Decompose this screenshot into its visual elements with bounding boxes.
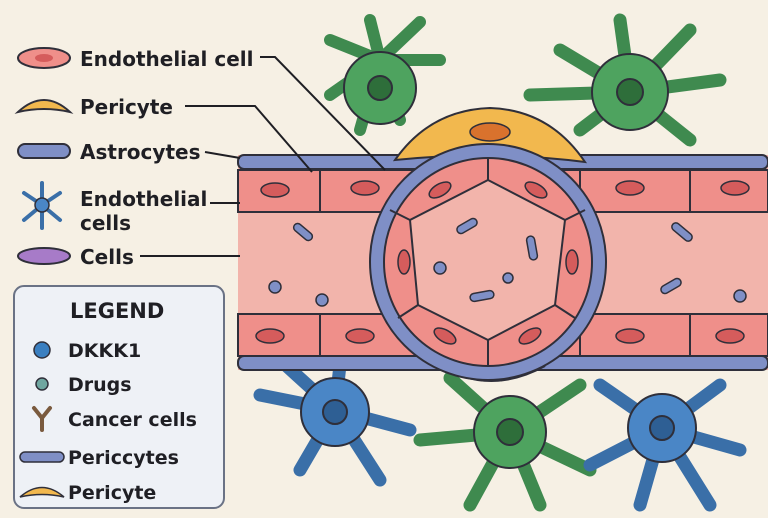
periccytes-icon (20, 452, 64, 462)
legend-item-cancer-cells: Cancer cells (68, 409, 197, 431)
legend-title: LEGEND (70, 299, 164, 323)
legend-item-pericyte: Pericyte (68, 482, 156, 504)
legend-item-drugs: Drugs (68, 374, 132, 396)
legend-item-periccytes: Periccytes (68, 447, 179, 469)
legend: LEGEND DKKK1 Drugs Cancer cells Periccyt… (14, 286, 224, 508)
legend-item-dkkk1: DKKK1 (68, 340, 141, 362)
label-endothelial-cells-2: cells (80, 211, 131, 235)
label-endothelial-cell: Endothelial cell (80, 47, 253, 71)
label-cells: Cells (80, 245, 134, 269)
purple-cell-icon (18, 248, 70, 264)
astrocyte-membrane-icon (18, 144, 70, 158)
label-pericyte: Pericyte (80, 95, 173, 119)
label-astrocytes: Astrocytes (80, 140, 200, 164)
vessel-cross-section (370, 144, 606, 380)
drug-dot-icon (36, 378, 48, 390)
key-endothelial-cell: Endothelial cell (18, 47, 253, 71)
dkk1-dot-icon (34, 342, 50, 358)
label-endothelial-cells-1: Endothelial (80, 187, 207, 211)
